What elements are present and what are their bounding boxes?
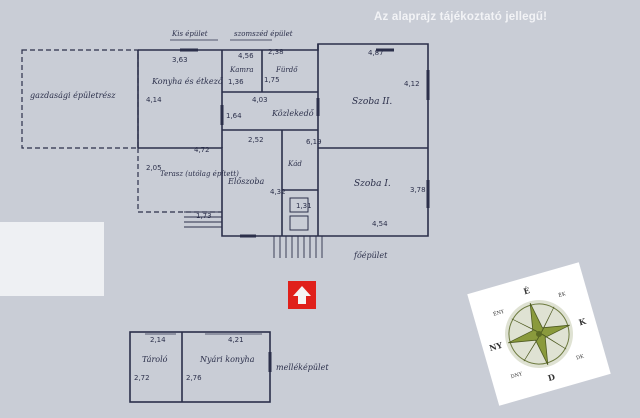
fixture — [289, 215, 309, 231]
label-kamra: Kamra — [229, 66, 254, 74]
compass-s: D — [547, 371, 556, 383]
dim-1-64: 1,64 — [226, 112, 242, 120]
dim-2-76: 2,76 — [186, 374, 202, 382]
label-kad: Kád — [287, 160, 302, 168]
white-patch — [0, 222, 104, 296]
dim-2-72: 2,72 — [134, 374, 150, 382]
dim-1-31: 1,31 — [296, 202, 312, 210]
label-eloszoba: Előszoba — [227, 177, 264, 186]
dim-4-54: 4,54 — [372, 220, 388, 228]
fixture — [289, 197, 309, 213]
label-kis-epulet: Kis épület — [171, 30, 208, 38]
compass-ne: ÉK — [557, 289, 567, 299]
compass-e: K — [578, 316, 588, 328]
dim-1-36: 1,36 — [228, 78, 244, 86]
compass-sw: DNY — [510, 371, 524, 380]
disclaimer-text: Az alaprajz tájékoztató jellegű! — [374, 11, 548, 23]
label-gazdasagi: gazdasági épületrész — [30, 91, 116, 100]
label-konyha: Konyha és étkező — [151, 77, 224, 86]
dim-4-03: 4,03 — [252, 96, 268, 104]
dim-3-78: 3,78 — [410, 186, 426, 194]
dim-6-19: 6,19 — [306, 138, 322, 146]
dim-4-21: 4,21 — [228, 336, 244, 344]
steps — [184, 211, 323, 258]
compass-nw: ÉNY — [492, 307, 506, 318]
label-foepulet: főépület — [353, 251, 388, 260]
dim-2-14: 2,14 — [150, 336, 166, 344]
label-nyarikonyha: Nyári konyha — [199, 355, 255, 364]
dim-4-12: 4,12 — [404, 80, 420, 88]
dim-4-32: 4,32 — [270, 188, 286, 196]
dim-2-52: 2,52 — [248, 136, 264, 144]
label-szoba-2: Szoba II. — [352, 97, 392, 107]
dim-4-56: 4,56 — [238, 52, 254, 60]
label-furdo: Fürdő — [275, 65, 298, 74]
label-kozlekedo: Közlekedő — [271, 109, 315, 118]
window-marks — [180, 48, 430, 238]
dimension-lines — [145, 39, 272, 335]
compass-n: É — [522, 285, 531, 296]
compass-se: DK — [576, 354, 585, 362]
dim-1-75: 1,75 — [264, 76, 280, 84]
compass-w: NY — [488, 340, 504, 353]
compass-rose-icon: É ÉK K DK D DNY NY ÉNY — [467, 262, 611, 406]
dim-4-14: 4,14 — [146, 96, 162, 104]
label-szoba-1: Szoba I. — [354, 179, 391, 189]
dim-1-73: 1,73 — [196, 212, 212, 220]
dim-4-72: 4,72 — [194, 146, 210, 154]
dim-2-05: 2,05 — [146, 164, 162, 172]
terrace-outline — [137, 148, 222, 213]
label-szomszed-epulet: szomszéd épület — [234, 30, 293, 38]
label-tarolo: Tároló — [142, 355, 168, 364]
dim-3-63: 3,63 — [172, 56, 188, 64]
dim-2-38: 2,38 — [268, 48, 284, 56]
dim-4-87: 4,87 — [368, 49, 384, 57]
label-terasz: Terasz (utólag épített) — [160, 170, 239, 178]
label-mellekepulet: melléképület — [276, 363, 329, 372]
entrance-arrow-icon — [288, 281, 316, 309]
